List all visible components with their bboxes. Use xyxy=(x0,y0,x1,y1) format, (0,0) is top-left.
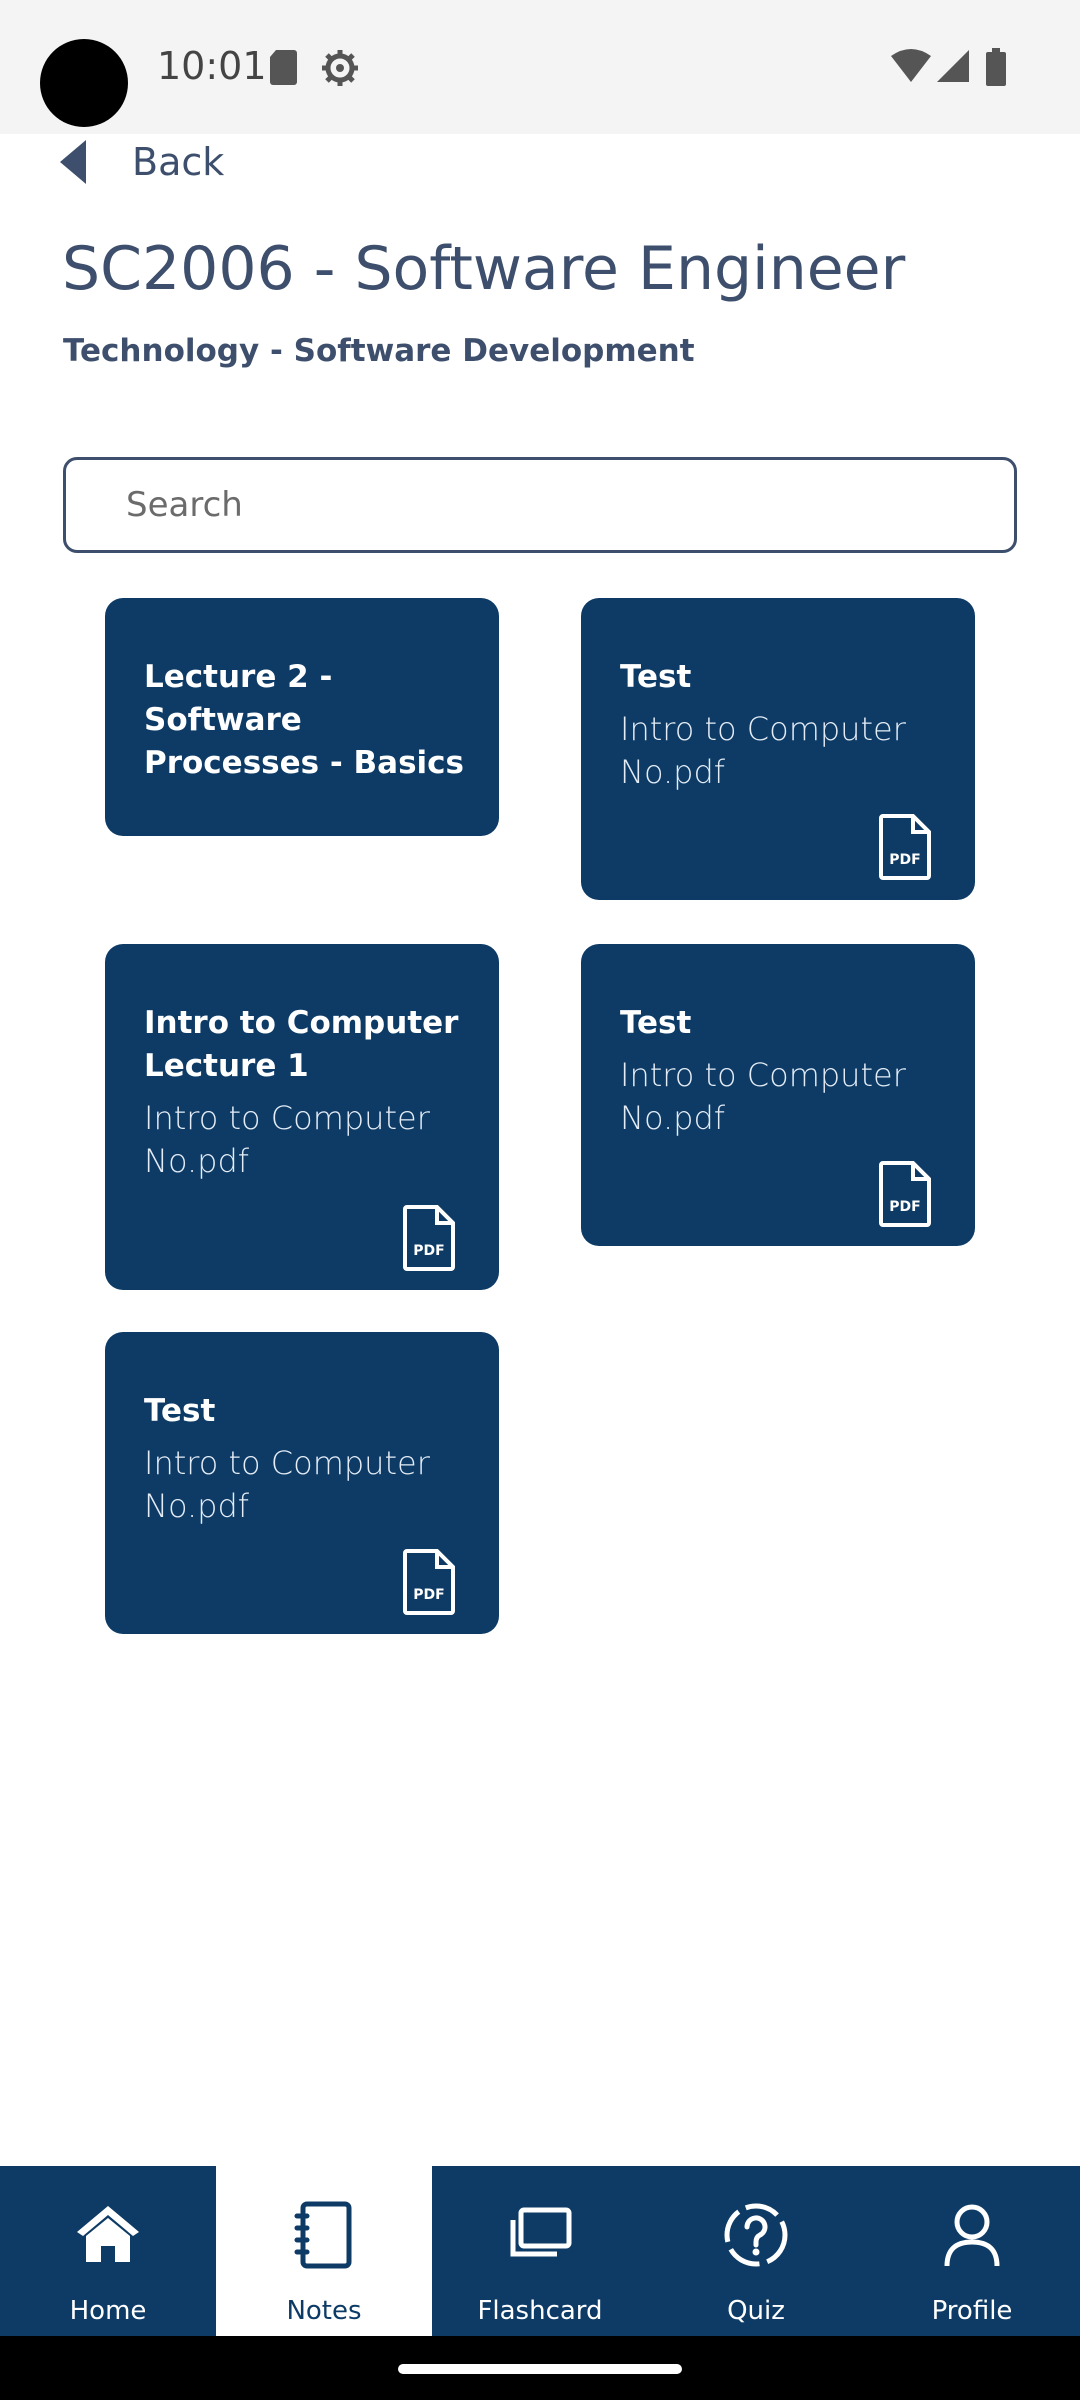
note-card[interactable]: Test Intro to Computer No.pdf PDF xyxy=(105,1332,499,1634)
note-card-title: Test xyxy=(144,1393,216,1429)
note-card[interactable]: Intro to Computer Lecture 1 Intro to Com… xyxy=(105,944,499,1290)
nav-item-flashcard[interactable]: Flashcard xyxy=(432,2166,648,2336)
camera-cutout xyxy=(40,39,128,127)
note-card-title: Lecture 2 - Software Processes - Basics xyxy=(144,659,464,781)
search-box[interactable] xyxy=(63,457,1017,553)
note-card[interactable]: Test Intro to Computer No.pdf PDF xyxy=(581,598,975,900)
home-icon xyxy=(77,2206,139,2262)
note-card-file: Intro to Computer No.pdf xyxy=(144,1099,430,1180)
pdf-file-icon[interactable]: PDF xyxy=(403,1549,455,1615)
pdf-file-icon[interactable]: PDF xyxy=(879,814,931,880)
pdf-file-icon[interactable]: PDF xyxy=(879,1161,931,1227)
bottom-nav: Home Notes Flashcard Quiz Profil xyxy=(0,2166,1080,2336)
nav-item-quiz[interactable]: Quiz xyxy=(648,2166,864,2336)
status-bar: 10:01 xyxy=(0,0,1080,134)
chevron-left-icon xyxy=(60,140,86,184)
svg-text:PDF: PDF xyxy=(413,1587,444,1603)
nav-label: Flashcard xyxy=(477,2296,603,2326)
note-card[interactable]: Test Intro to Computer No.pdf PDF xyxy=(581,944,975,1246)
svg-text:PDF: PDF xyxy=(413,1243,444,1259)
svg-text:PDF: PDF xyxy=(889,852,920,868)
nav-item-profile[interactable]: Profile xyxy=(864,2166,1080,2336)
profile-icon xyxy=(944,2204,1000,2267)
svg-text:PDF: PDF xyxy=(889,1199,920,1215)
system-gesture-bar xyxy=(0,2336,1080,2400)
settings-gear-icon xyxy=(322,50,358,86)
note-card-file: Intro to Computer No.pdf xyxy=(620,710,906,791)
note-card[interactable]: Lecture 2 - Software Processes - Basics xyxy=(105,598,499,836)
nav-label: Quiz xyxy=(727,2296,785,2326)
back-label: Back xyxy=(132,140,225,184)
notebook-icon xyxy=(294,2201,352,2269)
sd-card-icon xyxy=(270,50,297,85)
battery-icon xyxy=(986,48,1006,86)
nav-label: Profile xyxy=(931,2296,1013,2326)
nav-label: Notes xyxy=(286,2296,362,2326)
pdf-file-icon[interactable]: PDF xyxy=(403,1205,455,1271)
flashcard-icon xyxy=(510,2207,572,2257)
wifi-icon xyxy=(891,49,931,82)
back-button[interactable]: Back xyxy=(58,136,224,188)
nav-item-notes[interactable]: Notes xyxy=(216,2166,432,2336)
note-card-title: Test xyxy=(620,1005,692,1041)
page-title: SC2006 - Software Engineer xyxy=(62,234,906,304)
page-subtitle: Technology - Software Development xyxy=(63,333,695,369)
note-card-file: Intro to Computer No.pdf xyxy=(144,1444,430,1525)
note-card-title: Intro to Computer Lecture 1 xyxy=(144,1005,459,1084)
search-input[interactable] xyxy=(126,460,986,550)
nav-label: Home xyxy=(69,2296,147,2326)
note-card-title: Test xyxy=(620,659,692,695)
quiz-icon xyxy=(724,2203,788,2267)
home-gesture-handle[interactable] xyxy=(398,2364,682,2374)
note-card-file: Intro to Computer No.pdf xyxy=(620,1056,906,1137)
cell-signal-icon xyxy=(937,50,969,82)
nav-item-home[interactable]: Home xyxy=(0,2166,216,2336)
status-time: 10:01 xyxy=(157,44,267,88)
